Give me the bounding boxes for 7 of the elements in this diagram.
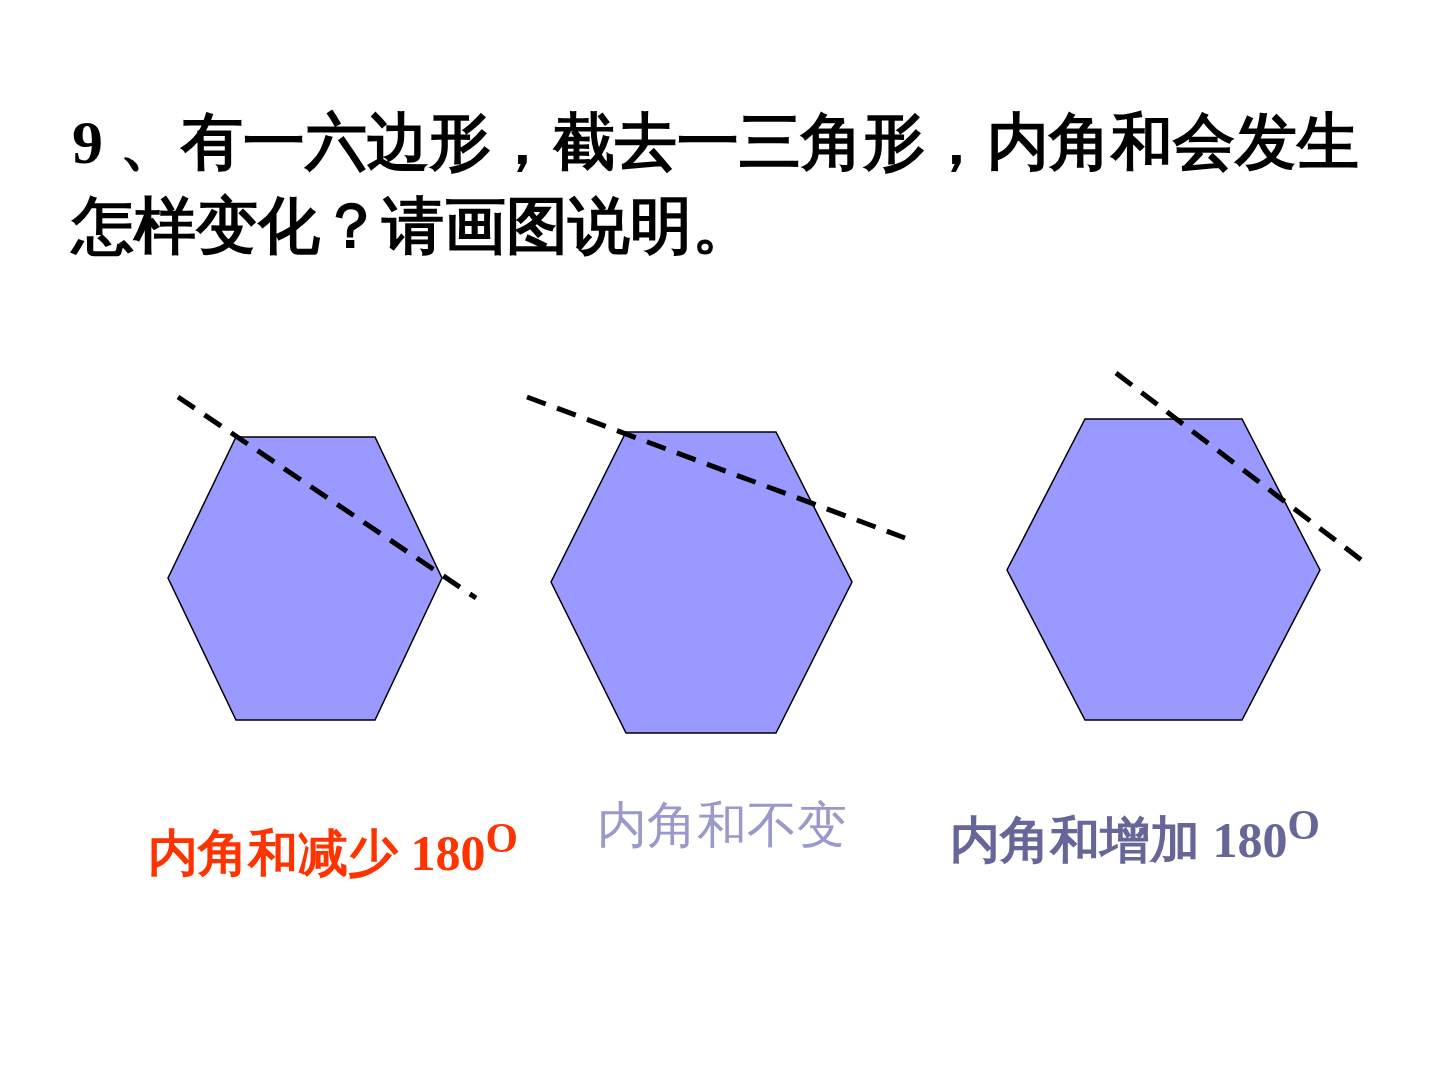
caption-text: 内角和不变 <box>597 796 847 855</box>
caption-text: 内角和增加 180$^{O}$ <box>950 801 1320 870</box>
caption-text: 内角和减少 180$^{O}$ <box>148 814 518 883</box>
hexagon-shape <box>168 437 442 720</box>
question-text: 9 、有一六边形，截去一三角形，内角和会发生怎样变化？请画图说明。 <box>72 107 1360 262</box>
hexagon-shape <box>551 432 852 733</box>
hexagon-shape <box>1007 419 1320 720</box>
